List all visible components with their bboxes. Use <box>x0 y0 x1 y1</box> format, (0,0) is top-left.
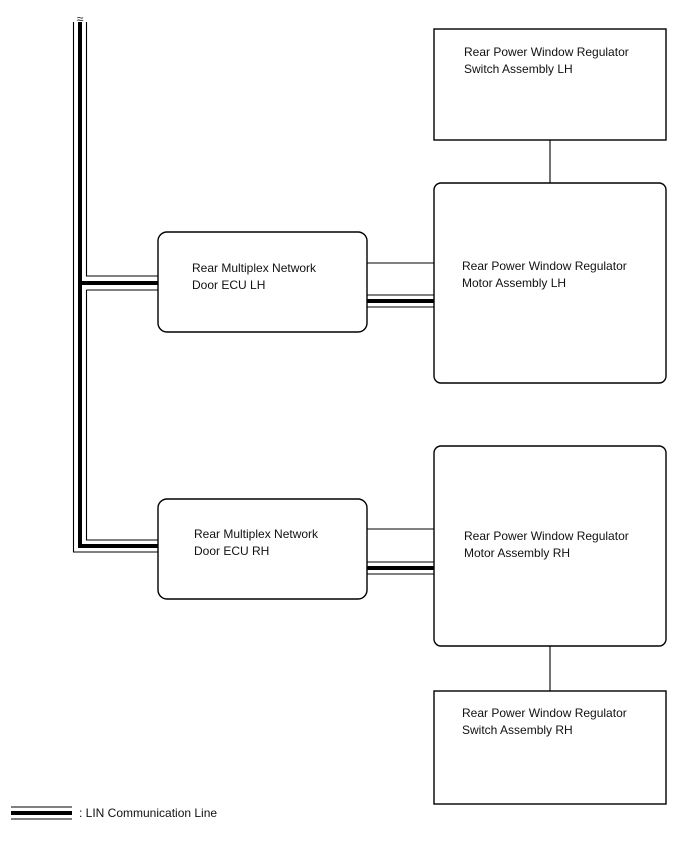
door-ecu-lh: Rear Multiplex Network Door ECU LH <box>157 231 368 333</box>
switch-lh-label-2: Switch Assembly LH <box>464 62 573 76</box>
ecu-rh-label-2: Door ECU RH <box>194 544 269 558</box>
legend-label: : LIN Communication Line <box>79 806 217 820</box>
motor-assembly-lh: Rear Power Window Regulator Motor Assemb… <box>433 182 667 384</box>
wire-break-symbol: ≈ <box>77 12 84 26</box>
motor-lh-label-1: Rear Power Window Regulator <box>462 259 627 273</box>
motor-assembly-rh: Rear Power Window Regulator Motor Assemb… <box>433 445 667 647</box>
switch-assembly-rh: Rear Power Window Regulator Switch Assem… <box>433 690 667 805</box>
ecu-rh-motor-rh-wires <box>367 528 434 575</box>
door-ecu-rh: Rear Multiplex Network Door ECU RH <box>157 498 368 600</box>
motor-lh-label-2: Motor Assembly LH <box>462 276 566 290</box>
ecu-rh-label-1: Rear Multiplex Network <box>194 527 319 541</box>
switch-assembly-lh: Rear Power Window Regulator Switch Assem… <box>433 28 667 141</box>
lin-line-legend-symbol <box>11 806 72 820</box>
switch-rh-label-2: Switch Assembly RH <box>462 723 573 737</box>
ecu-lh-label-2: Door ECU LH <box>192 278 265 292</box>
switch-rh-label-1: Rear Power Window Regulator <box>462 706 627 720</box>
motor-rh-label-2: Motor Assembly RH <box>464 546 570 560</box>
switch-lh-label-1: Rear Power Window Regulator <box>464 45 629 59</box>
ecu-lh-motor-lh-wires <box>367 262 434 308</box>
ecu-lh-label-1: Rear Multiplex Network <box>192 261 317 275</box>
legend: : LIN Communication Line <box>11 806 217 820</box>
main-bus <box>72 22 158 553</box>
motor-rh-label-1: Rear Power Window Regulator <box>464 529 629 543</box>
